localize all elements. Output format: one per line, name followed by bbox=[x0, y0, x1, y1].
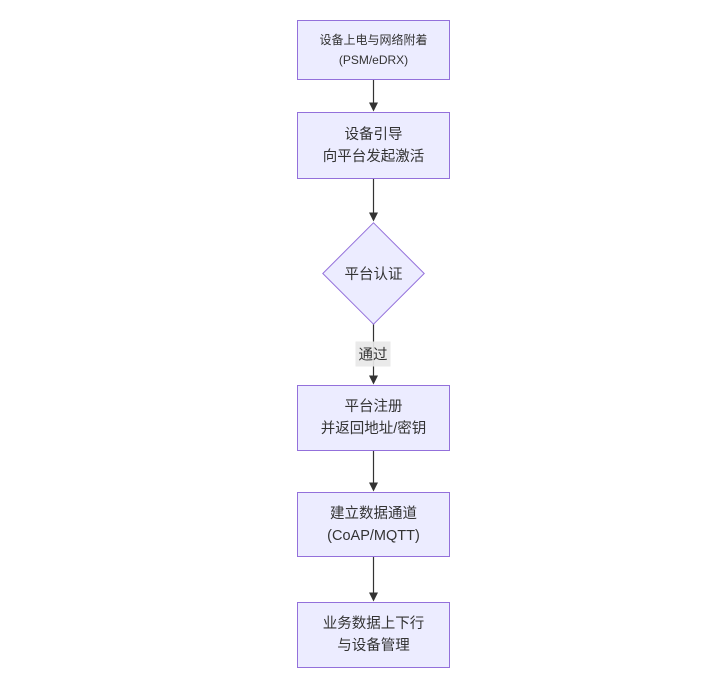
node-text: 并返回地址/密钥 bbox=[320, 421, 427, 437]
node-data-channel: 建立数据通道 (CoAP/MQTT) bbox=[297, 492, 450, 557]
node-text: 与设备管理 bbox=[337, 638, 410, 654]
node-text: 建立数据通道 bbox=[330, 505, 417, 522]
node-text: (CoAP/MQTT) bbox=[327, 527, 420, 544]
node-register: 平台注册 并返回地址/密钥 bbox=[297, 385, 450, 451]
edge-label-pass: 通过 bbox=[355, 341, 391, 367]
node-text: 平台注册 bbox=[344, 399, 403, 415]
node-text: 向平台发起激活 bbox=[322, 148, 425, 165]
node-bootstrap: 设备引导 向平台发起激活 bbox=[297, 112, 450, 179]
node-text: 设备上电与网络附着 bbox=[319, 33, 428, 47]
node-platform-auth-decision: 平台认证 bbox=[322, 222, 425, 325]
node-power-attach: 设备上电与网络附着 (PSM/eDRX) bbox=[297, 20, 450, 80]
node-text: 平台认证 bbox=[344, 267, 403, 283]
diamond-shape bbox=[322, 222, 425, 325]
node-text: 设备引导 bbox=[344, 126, 403, 143]
node-text: 业务数据上下行 bbox=[322, 616, 425, 632]
node-text: (PSM/eDRX) bbox=[338, 53, 409, 67]
node-business-data: 业务数据上下行 与设备管理 bbox=[297, 602, 450, 668]
